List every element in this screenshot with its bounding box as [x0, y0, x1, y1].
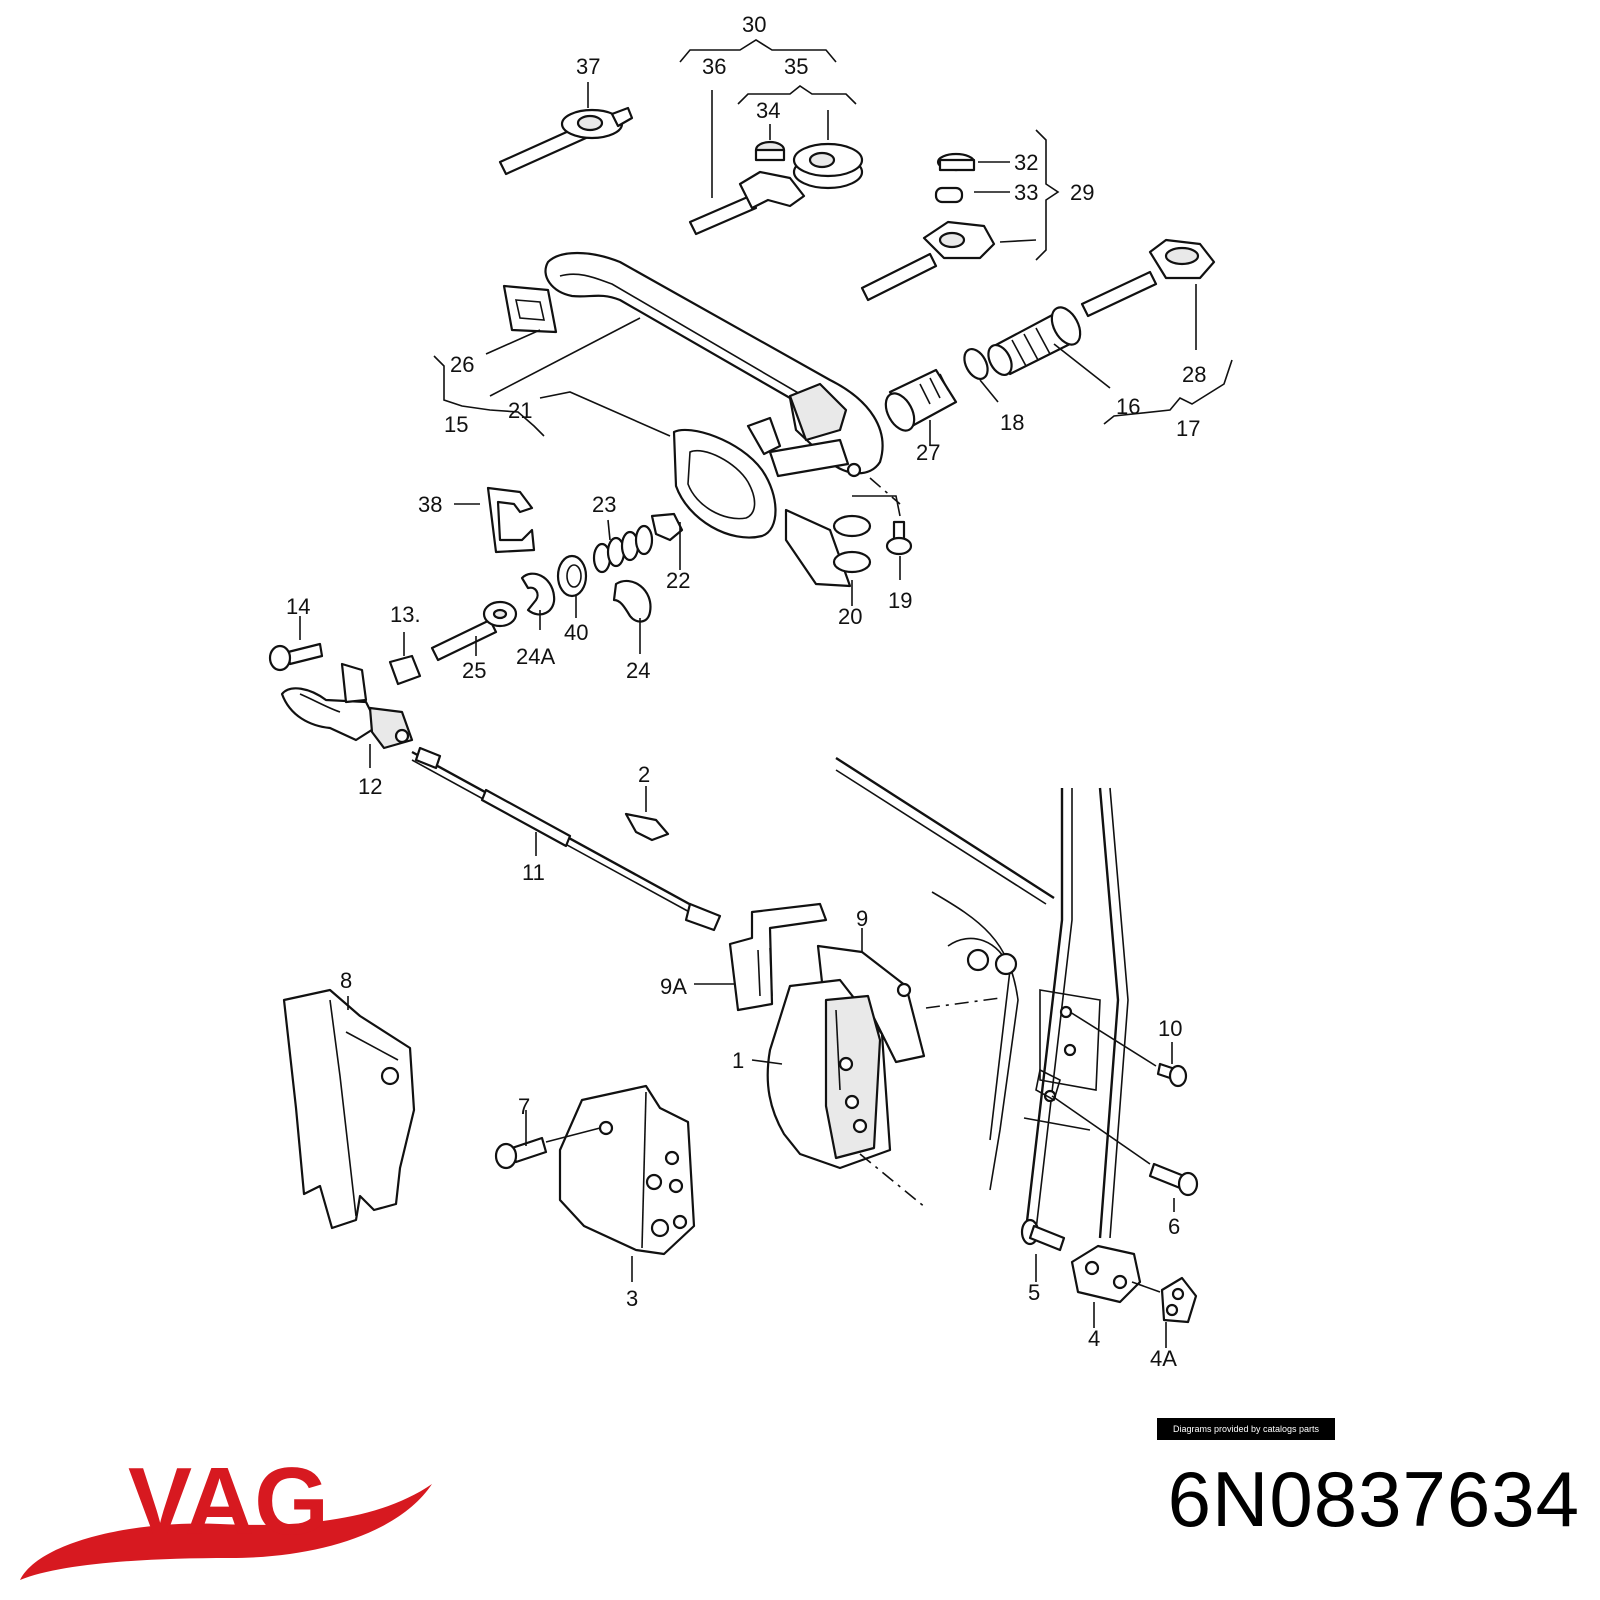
- key-28: [1080, 238, 1216, 318]
- label-21: 21: [508, 398, 532, 423]
- label-19: 19: [888, 588, 912, 613]
- label-2: 2: [638, 762, 650, 787]
- label-6: 6: [1168, 1214, 1180, 1239]
- key-36: [688, 140, 806, 236]
- key-29: [860, 152, 996, 302]
- label-32: 32: [1014, 150, 1038, 175]
- spring-23: [592, 524, 654, 574]
- door-frame: [835, 756, 1129, 1239]
- label-38: 38: [418, 492, 442, 517]
- plate-4A: [1160, 1276, 1198, 1324]
- label-30: 30: [742, 12, 766, 37]
- label-36: 36: [702, 54, 726, 79]
- clip-22: [650, 512, 684, 542]
- label-9: 9: [856, 906, 868, 931]
- label-5: 5: [1028, 1280, 1040, 1305]
- gasket-20: [784, 508, 872, 588]
- label-26: 26: [450, 352, 474, 377]
- label-12: 12: [358, 774, 382, 799]
- label-25: 25: [462, 658, 486, 683]
- label-3: 3: [626, 1286, 638, 1311]
- label-34: 34: [756, 98, 780, 123]
- label-15: 15: [444, 412, 468, 437]
- door-handle-15: [544, 252, 884, 478]
- label-11: 11: [522, 860, 545, 885]
- label-24A: 24A: [516, 644, 555, 669]
- label-8: 8: [340, 968, 352, 993]
- striker-4: [1070, 1244, 1142, 1304]
- seal-21: [672, 428, 777, 539]
- cover-8: [282, 988, 416, 1230]
- lock-3: [558, 1084, 696, 1256]
- label-16: 16: [1116, 394, 1140, 419]
- ring-18: [963, 348, 989, 380]
- door-lock-1: [766, 978, 892, 1170]
- spring-clip-24: [612, 579, 652, 623]
- label-27: 27: [916, 440, 940, 465]
- clip-13: [388, 654, 422, 686]
- screw-19: [885, 520, 913, 556]
- inner-handle-12: [280, 662, 414, 750]
- screw-7: [494, 1136, 548, 1170]
- label-4A: 4A: [1150, 1346, 1177, 1371]
- logo-swoosh: [20, 1484, 432, 1580]
- vag-logo: VAG: [20, 1448, 432, 1580]
- label-24: 24: [626, 658, 650, 683]
- label-17: 17: [1176, 416, 1200, 441]
- label-40: 40: [564, 620, 588, 645]
- cylinder-housing-16: [987, 306, 1082, 376]
- lock-barrel-35: [792, 142, 864, 190]
- bracket-24A: [520, 572, 556, 616]
- screw-10: [1156, 1062, 1188, 1088]
- clip-38: [486, 486, 536, 554]
- cable-11: [411, 746, 722, 932]
- key-37: [498, 106, 634, 176]
- label-20: 20: [838, 604, 862, 629]
- part-number: 6N0837634: [1167, 1455, 1580, 1543]
- ring-40: [556, 554, 588, 598]
- callout-labels: 30 36 35 37 34 32 33 29 26 28 21 15 16 1…: [286, 12, 1206, 1371]
- clip-2: [624, 812, 670, 842]
- label-4: 4: [1088, 1326, 1100, 1351]
- label-1: 1: [732, 1048, 744, 1073]
- label-28: 28: [1182, 362, 1206, 387]
- screw-5: [1020, 1218, 1066, 1252]
- catalog-credit-banner: Diagrams provided by catalogs parts: [1157, 1418, 1335, 1440]
- label-22: 22: [666, 568, 690, 593]
- screw-14: [268, 642, 324, 672]
- label-35: 35: [784, 54, 808, 79]
- mount-line-1: [859, 1153, 927, 1209]
- label-9A: 9A: [660, 974, 687, 999]
- label-14: 14: [286, 594, 310, 619]
- logo-wordmark: VAG: [128, 1448, 329, 1555]
- screw-6: [1148, 1162, 1199, 1197]
- mount-line-9: [925, 997, 1001, 1009]
- label-10: 10: [1158, 1016, 1182, 1041]
- label-13: 13.: [390, 602, 421, 627]
- label-37: 37: [576, 54, 600, 79]
- mount-line-2: [869, 477, 901, 505]
- lock-cylinder-27: [884, 368, 958, 432]
- label-23: 23: [592, 492, 616, 517]
- label-33: 33: [1014, 180, 1038, 205]
- bracket-9A: [728, 902, 828, 1012]
- label-18: 18: [1000, 410, 1024, 435]
- label-29: 29: [1070, 180, 1094, 205]
- label-7: 7: [518, 1094, 530, 1119]
- seal-26: [502, 284, 558, 334]
- rod-25: [430, 600, 518, 662]
- leader-lines: [299, 39, 1233, 1348]
